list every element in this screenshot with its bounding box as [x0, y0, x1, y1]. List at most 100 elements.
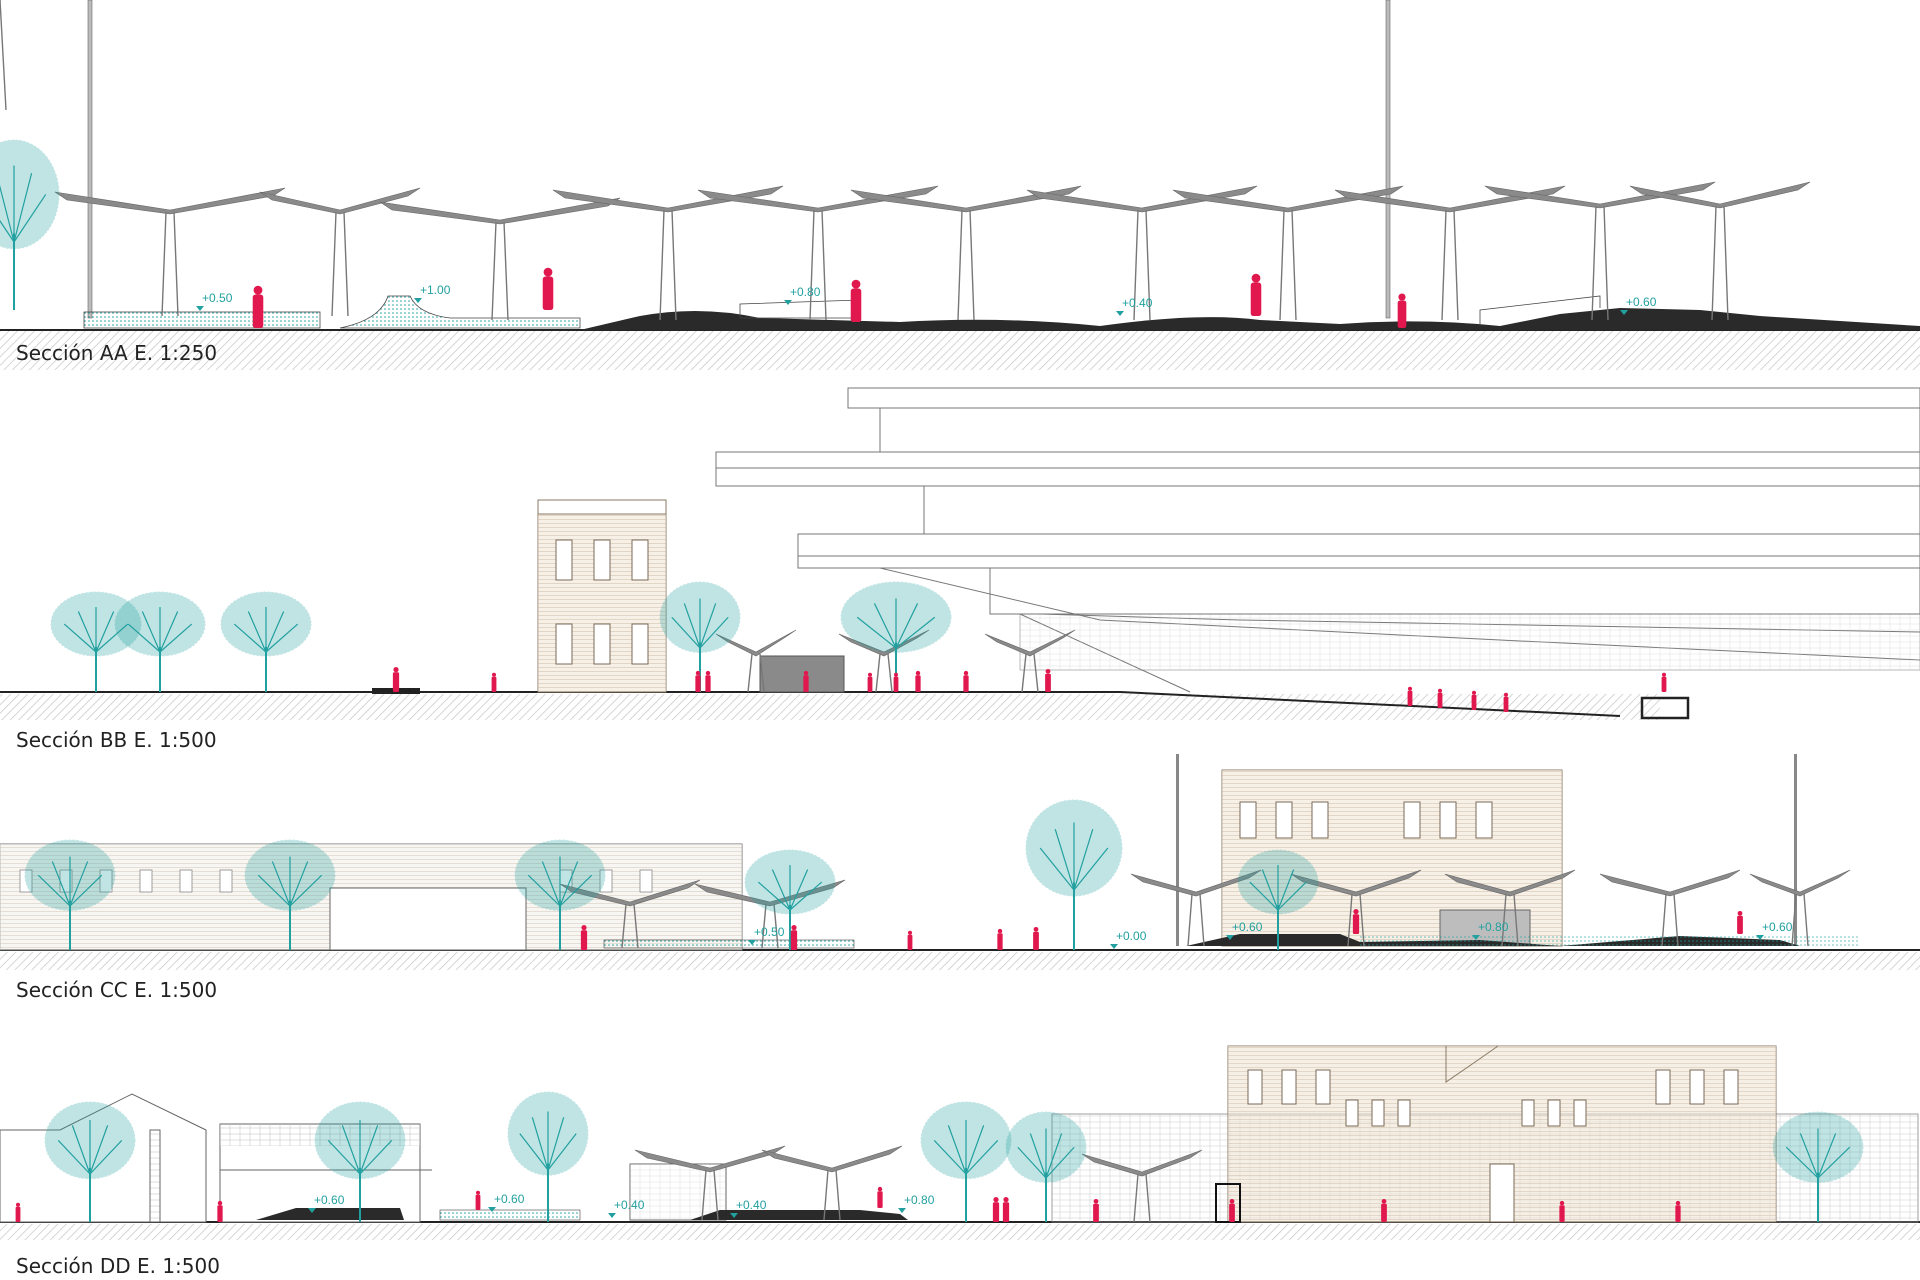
- tree: [114, 591, 206, 692]
- tree-layer: [0, 139, 1864, 1222]
- person: [1381, 1198, 1387, 1222]
- level-label: +0.40: [736, 1198, 767, 1212]
- level-marker-icon: [308, 1208, 316, 1213]
- person: [705, 670, 711, 692]
- level-label: +0.40: [1122, 296, 1153, 310]
- tree: [659, 581, 741, 692]
- canopy: [1629, 181, 1811, 321]
- canopy: [559, 879, 701, 949]
- tree: [514, 839, 606, 950]
- level-marker-icon: [784, 300, 792, 305]
- person: [392, 667, 400, 692]
- canopy: [54, 187, 286, 317]
- person: [963, 670, 969, 692]
- tree: [244, 839, 336, 950]
- level-label: +0.00: [1116, 929, 1147, 943]
- level-label: +1.00: [420, 283, 451, 297]
- section-dd-caption: Sección DD E. 1:500: [16, 1254, 220, 1278]
- person: [1471, 690, 1477, 710]
- ground-hatch-dd: [0, 1224, 1920, 1240]
- person: [1229, 1198, 1235, 1222]
- level-marker-icon: [1110, 944, 1118, 949]
- tree: [507, 1091, 589, 1222]
- raised-platform: [83, 311, 321, 329]
- low-wall: [739, 299, 861, 319]
- level-marker-icon: [898, 1208, 906, 1213]
- level-marker-icon: [1472, 935, 1480, 940]
- level-label: +0.40: [614, 1198, 645, 1212]
- person: [850, 279, 862, 322]
- tree: [44, 1101, 136, 1222]
- level-marker-icon: [608, 1213, 616, 1218]
- canopy: [1081, 1149, 1203, 1223]
- level-marker-icon: [1756, 935, 1764, 940]
- person: [1352, 909, 1360, 934]
- canopy: [1130, 869, 1262, 947]
- tree: [744, 849, 836, 950]
- canopy: [850, 185, 1082, 321]
- level-labels: +0.50+1.00+0.80+0.40+0.60+0.50+0.00+0.60…: [196, 283, 1793, 1218]
- dark-skate-deck: [580, 308, 1920, 330]
- person: [893, 672, 899, 692]
- person: [1093, 1198, 1099, 1222]
- level-label: +0.80: [790, 285, 821, 299]
- section-cc-caption: Sección CC E. 1:500: [16, 978, 218, 1002]
- level-label: +0.80: [1478, 920, 1509, 934]
- canopy: [1172, 185, 1404, 321]
- stair-block: [1479, 295, 1601, 326]
- person: [1437, 688, 1443, 708]
- raised-platform: [439, 1209, 581, 1221]
- person: [580, 925, 588, 950]
- tree: [1005, 1111, 1087, 1222]
- section-aa-caption: Sección AA E. 1:250: [16, 341, 218, 365]
- canopy: [984, 629, 1076, 693]
- section-bb-caption: Sección BB E. 1:500: [16, 728, 217, 752]
- level-marker-icon: [1226, 935, 1234, 940]
- person: [907, 930, 913, 950]
- canopy: [1334, 185, 1566, 321]
- low-building: [219, 1123, 432, 1223]
- canopy: [1749, 869, 1851, 947]
- light-mast: [87, 0, 93, 319]
- person: [867, 672, 873, 692]
- level-label: +0.60: [1762, 920, 1793, 934]
- canopy: [694, 879, 846, 949]
- kiosk: [759, 655, 845, 693]
- level-marker-icon: [748, 940, 756, 945]
- person: [1661, 672, 1667, 692]
- person: [475, 1190, 481, 1210]
- canopy: [1444, 869, 1576, 947]
- tree: [1025, 799, 1123, 950]
- person: [1675, 1200, 1681, 1222]
- person: [695, 670, 701, 692]
- tree: [1772, 1111, 1864, 1222]
- canopy: [838, 629, 930, 693]
- street-facade: [0, 843, 743, 951]
- canopy-row: [0, 0, 7, 111]
- canopy: [697, 185, 939, 321]
- person: [1503, 692, 1509, 712]
- person: [803, 670, 809, 692]
- person: [1250, 273, 1262, 316]
- tree: [24, 839, 116, 950]
- level-label: +0.60: [1232, 920, 1263, 934]
- person: [877, 1186, 883, 1208]
- brick-complex: [1051, 1045, 1919, 1223]
- level-label: +0.50: [202, 291, 233, 305]
- person: [542, 267, 554, 310]
- person: [252, 285, 264, 328]
- skate-ramp: [339, 295, 581, 329]
- underground-box: [1640, 696, 1690, 720]
- ground-hatch-bb: [0, 694, 1660, 720]
- level-marker-icon: [414, 298, 422, 303]
- person: [1559, 1200, 1565, 1222]
- level-label: +0.60: [1626, 295, 1657, 309]
- person: [1002, 1197, 1010, 1222]
- tree: [220, 591, 312, 692]
- canopy: [761, 1145, 903, 1221]
- section-dd: [0, 1045, 1920, 1240]
- dark-skate-deck: [690, 1210, 908, 1220]
- level-marker-icon: [1620, 310, 1628, 315]
- person: [915, 670, 921, 692]
